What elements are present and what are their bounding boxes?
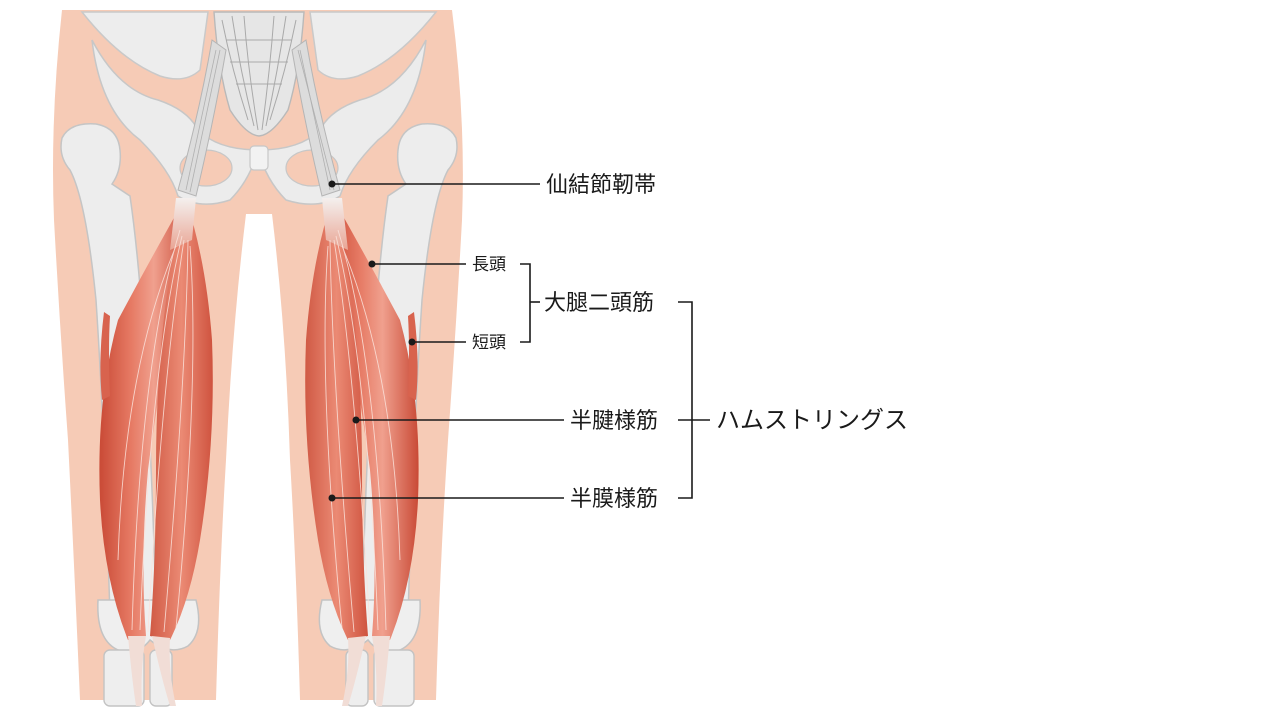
biceps-femoris-label: 大腿二頭筋 (544, 291, 654, 316)
short-head-label: 短頭 (472, 333, 506, 353)
sacrotuberous-ligament-label: 仙結節靭帯 (546, 173, 656, 198)
label-semimembranosus: 半膜様筋 (328, 487, 658, 512)
sacrum-ligaments (177, 11, 341, 197)
hamstrings-left (99, 198, 213, 706)
hamstrings-bracket: ハムストリングス (678, 301, 908, 499)
semimembranosus-label: 半膜様筋 (570, 487, 658, 512)
semitendinosus-label: 半腱様筋 (570, 409, 658, 434)
label-short-head: 短頭 (408, 333, 506, 353)
label-long-head: 長頭 (368, 255, 506, 275)
label-sacrotuberous-ligament: 仙結節靭帯 (328, 173, 656, 198)
hamstrings-label: ハムストリングス (716, 406, 908, 434)
biceps-bracket: 大腿二頭筋 (520, 263, 654, 343)
long-head-label: 長頭 (472, 255, 506, 275)
label-semitendinosus: 半腱様筋 (352, 409, 658, 434)
